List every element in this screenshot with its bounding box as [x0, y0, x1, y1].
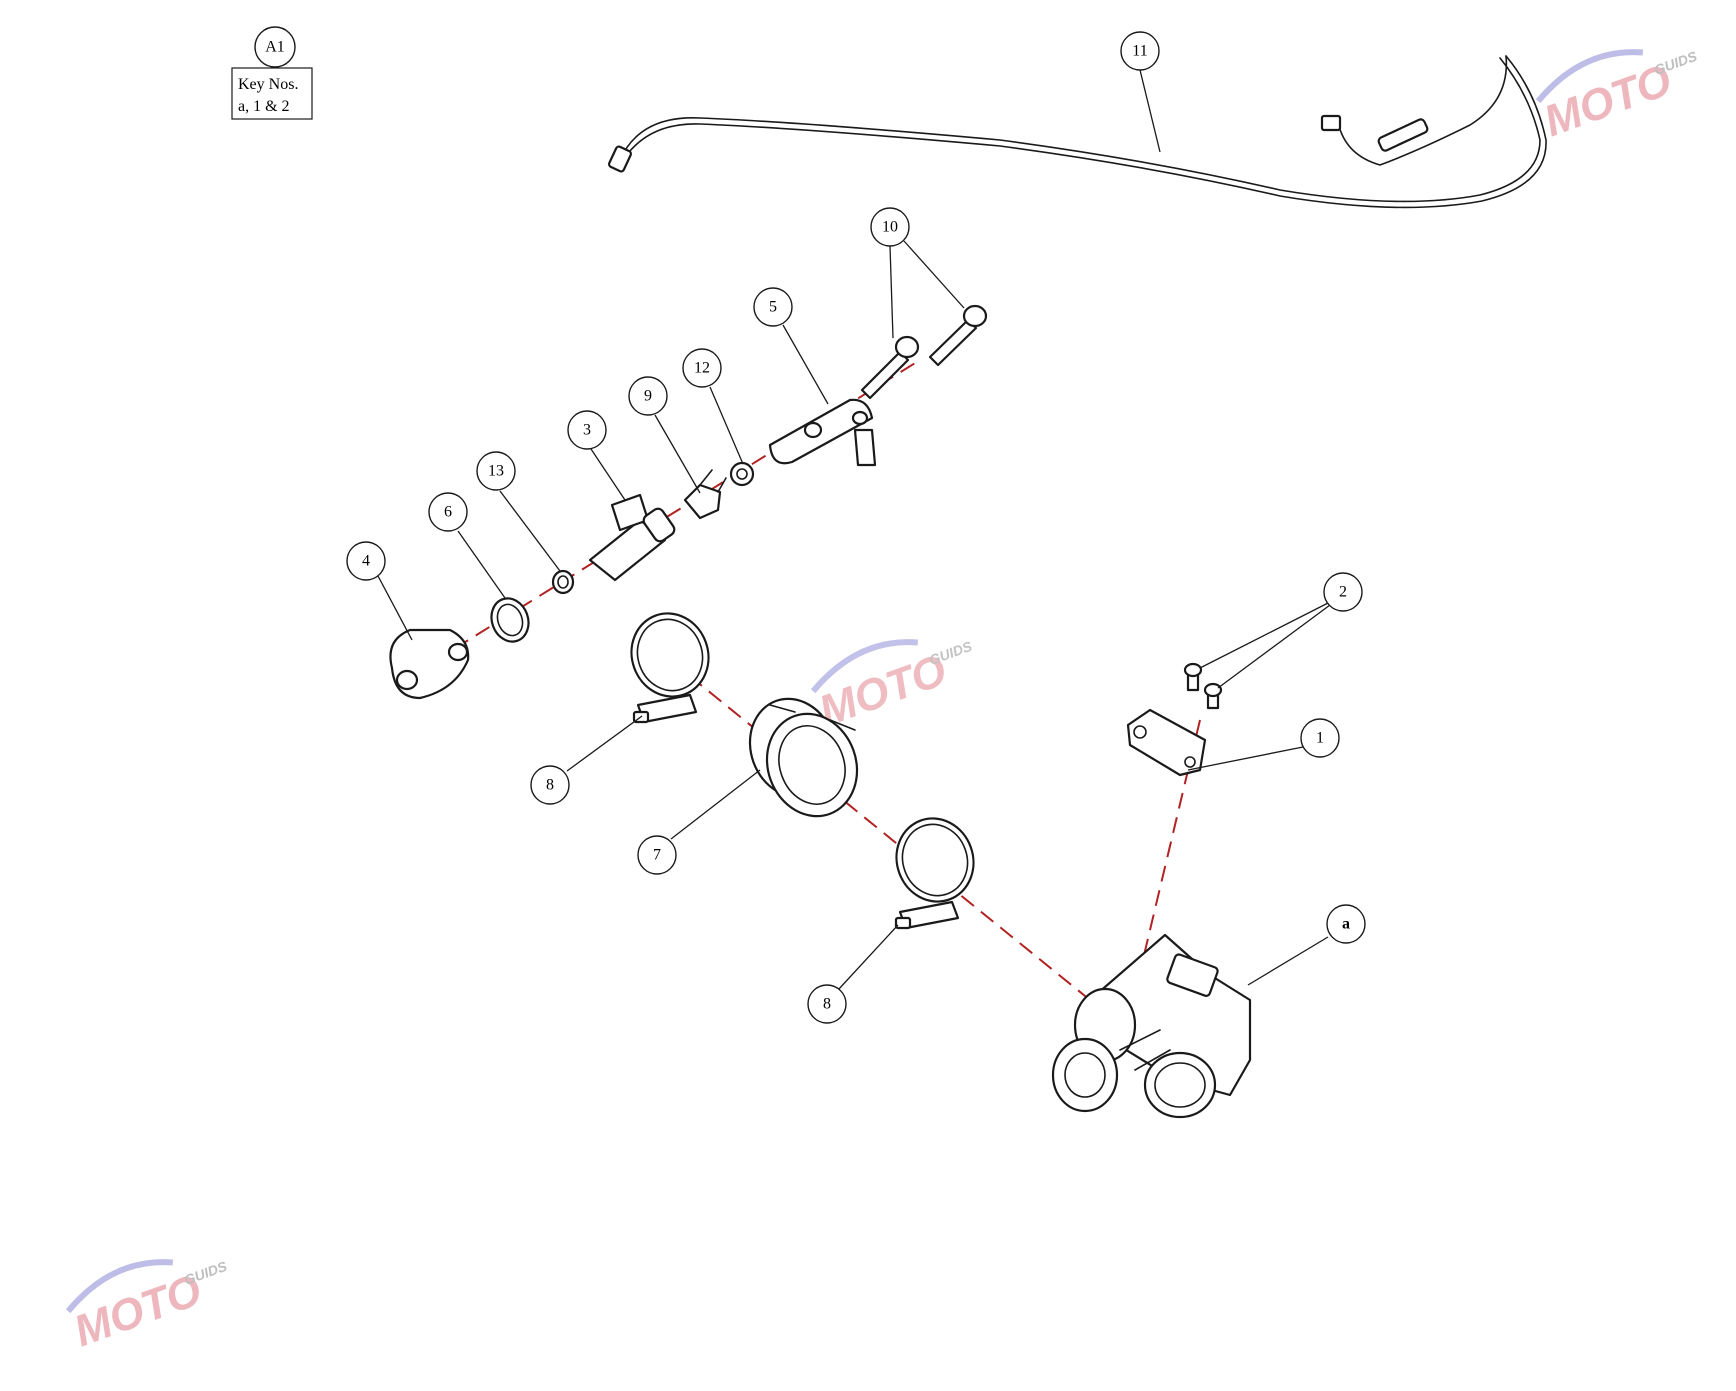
- svg-text:12: 12: [694, 360, 710, 377]
- callout-1: 1: [1300, 718, 1340, 758]
- callout-3: 3: [567, 410, 607, 450]
- watermark-sub: GUIDS: [182, 1258, 230, 1288]
- callout-12: 12: [682, 348, 722, 388]
- svg-text:8: 8: [823, 996, 831, 1013]
- svg-text:a: a: [1342, 916, 1350, 933]
- svg-text:10: 10: [882, 219, 898, 236]
- holder-part-4: [389, 628, 470, 700]
- callout-10: 10: [870, 207, 910, 247]
- callout-4: 4: [346, 541, 386, 581]
- callout-9: 9: [628, 376, 668, 416]
- assembly-axes: [411, 359, 1201, 1036]
- callout-6: 6: [428, 492, 468, 532]
- throttle-body-part-a: [1051, 933, 1252, 1119]
- bracket-part-1: [1126, 708, 1207, 777]
- callout-11: 11: [1120, 31, 1160, 71]
- callout-8-upper: 8: [530, 765, 570, 805]
- clamp-part-8-upper: [630, 612, 710, 724]
- watermark-center: MOTO GUIDS: [810, 638, 975, 736]
- intake-rubber-part-7: [748, 697, 859, 818]
- injector-part-3: [588, 493, 676, 582]
- key-box-line1: Key Nos.: [238, 76, 298, 93]
- clip-part-9: [683, 469, 727, 520]
- watermark-sub: GUIDS: [1652, 48, 1700, 78]
- svg-text:9: 9: [644, 388, 652, 405]
- hose-end-fitting-left: [607, 145, 633, 173]
- hose-end-fitting-right: [1320, 114, 1342, 132]
- svg-text:7: 7: [653, 847, 661, 864]
- svg-text:13: 13: [488, 463, 504, 480]
- fuel-rail-part-5: [768, 398, 877, 467]
- watermark-swoosh: [810, 639, 919, 694]
- callout-13: 13: [476, 451, 516, 491]
- watermark-swoosh: [65, 1259, 174, 1314]
- callout-5: 5: [753, 287, 793, 327]
- hose-part-11: [607, 55, 1547, 209]
- callout-7: 7: [637, 835, 677, 875]
- callouts: 11 10 5 12 9 3 13 6: [346, 31, 1366, 1024]
- svg-text:3: 3: [583, 422, 591, 439]
- svg-text:1: 1: [1316, 730, 1324, 747]
- seal-part-12: [729, 461, 755, 487]
- svg-text:2: 2: [1339, 584, 1347, 601]
- leader-lines: [377, 69, 1331, 991]
- key-box-line2: a, 1 & 2: [238, 98, 290, 115]
- screws-part-2: [1183, 662, 1223, 710]
- svg-text:5: 5: [769, 299, 777, 316]
- axis-intake-line: [669, 659, 1091, 1001]
- callout-8-lower: 8: [807, 984, 847, 1024]
- key-badge-label: A1: [265, 39, 285, 56]
- watermark-top-right: MOTO GUIDS: [1535, 48, 1700, 146]
- svg-text:6: 6: [444, 504, 452, 521]
- callout-2: 2: [1323, 572, 1363, 612]
- watermark-bottom-left: MOTO GUIDS: [65, 1258, 230, 1356]
- svg-text:11: 11: [1132, 43, 1147, 60]
- svg-text:4: 4: [362, 553, 370, 570]
- washer-part-13: [551, 569, 575, 595]
- callout-a: a: [1326, 904, 1366, 944]
- o-ring-part-6: [490, 597, 530, 643]
- hose-sleeve: [1377, 118, 1429, 152]
- watermark-sub: GUIDS: [927, 638, 975, 668]
- svg-text:8: 8: [546, 777, 554, 794]
- clamp-part-8-lower: [894, 817, 975, 930]
- watermark-swoosh: [1535, 49, 1644, 104]
- key-badge-circle: [254, 26, 296, 68]
- key-box-frame: [231, 67, 313, 120]
- bolts-part-10: [860, 304, 988, 400]
- key-box: A1 Key Nos. a, 1 & 2: [231, 26, 313, 120]
